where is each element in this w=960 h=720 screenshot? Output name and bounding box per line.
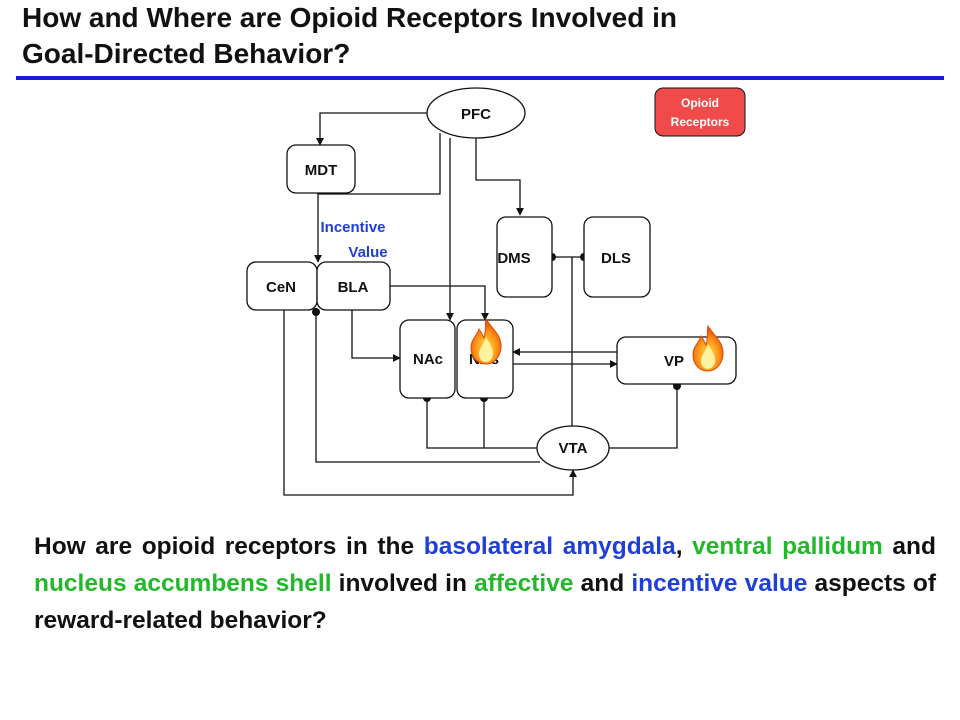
node-label-dls: DLS <box>601 250 631 267</box>
annotation-line-2: Value <box>348 244 387 261</box>
title-line-2: Goal-Directed Behavior? <box>22 38 351 69</box>
question-text-5: and <box>882 533 936 560</box>
legend-label-line-1: Opioid <box>681 96 719 110</box>
page-title: How and Where are Opioid Receptors Invol… <box>22 0 942 72</box>
flame-icon <box>470 317 502 365</box>
node-label-bla: BLA <box>338 279 369 296</box>
bla-terminal-dot <box>312 308 320 316</box>
node-dms: DMS <box>496 216 553 298</box>
question-text-11: aspects of reward-related behavior? <box>34 570 936 634</box>
node-dls: DLS <box>583 216 651 298</box>
node-mdt: MDT <box>286 144 356 194</box>
question-basolateral-amygdala: basolateral amygdala <box>423 533 676 560</box>
nac-to-vta-line <box>426 398 537 449</box>
question-nucleus-accumbens-shell: nucleus accumbens shell <box>34 570 332 597</box>
question-text-9: and <box>573 570 632 597</box>
bla-to-nac-arrow <box>351 310 401 362</box>
connections <box>283 112 678 496</box>
question-text-3: , <box>675 533 693 560</box>
node-label-pfc: PFC <box>461 106 491 123</box>
circuit-diagram: Opioid Receptors <box>246 87 746 496</box>
node-bla: BLA <box>316 261 391 311</box>
node-label-dms: DMS <box>497 250 530 267</box>
vta-to-bla-line <box>315 312 540 463</box>
question-incentive-value: incentive value <box>631 570 808 597</box>
node-nac: NAc <box>399 319 456 399</box>
pfc-to-dms-arrow <box>475 138 524 216</box>
node-vta: VTA <box>536 425 610 471</box>
node-label-mdt: MDT <box>305 162 338 179</box>
question-text-1: How are opioid receptors in the <box>34 533 424 560</box>
title-underline <box>16 76 944 80</box>
incentive-value-annotation: Incentive Value <box>320 219 387 261</box>
node-pfc: PFC <box>426 87 526 139</box>
legend-label-line-2: Receptors <box>671 115 730 129</box>
cen-to-vta-arrow <box>283 310 577 496</box>
node-label-vp: VP <box>664 353 684 370</box>
node-label-cen: CeN <box>266 279 296 296</box>
question-ventral-pallidum: ventral pallidum <box>692 533 883 560</box>
vp-to-vta-line <box>609 386 678 449</box>
node-cen: CeN <box>246 261 318 311</box>
flame-icon <box>692 324 724 372</box>
node-label-nac: NAc <box>413 351 443 368</box>
pfc-to-bla-arrow <box>314 133 441 263</box>
question-affective: affective <box>474 570 574 597</box>
legend-opioid-receptors: Opioid Receptors <box>654 87 746 137</box>
question-text-7: involved in <box>331 570 475 597</box>
node-label-vta: VTA <box>559 440 588 457</box>
bla-to-nas-arrow <box>390 285 489 321</box>
annotation-line-1: Incentive <box>320 219 385 236</box>
pfc-to-mdt-arrow <box>316 112 427 146</box>
research-question: How are opioid receptors in the basolate… <box>34 528 936 639</box>
title-line-1: How and Where are Opioid Receptors Invol… <box>22 2 678 33</box>
